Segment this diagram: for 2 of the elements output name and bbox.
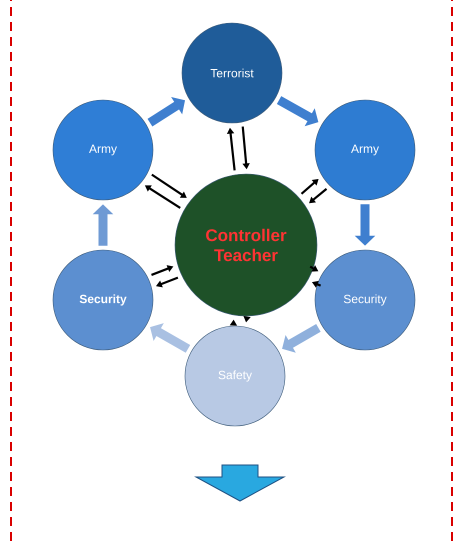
arrow (309, 188, 328, 204)
block-arrow (282, 324, 321, 353)
